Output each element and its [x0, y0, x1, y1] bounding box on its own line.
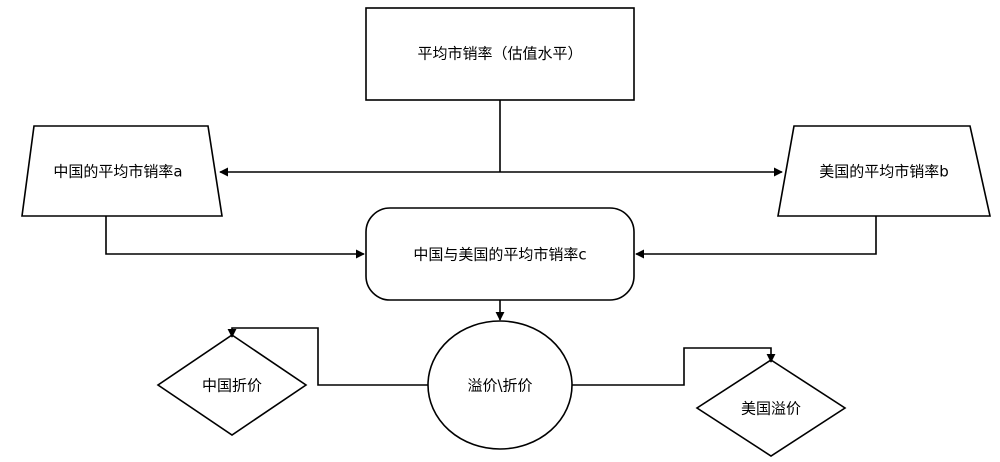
node-china-trapezoid	[21, 125, 223, 217]
node-top-label: 平均市销率（估值水平）	[417, 45, 582, 63]
node-china-discount-diamond	[156, 334, 308, 436]
edge-usa-to-center	[635, 216, 877, 259]
node-usa-premium-label: 美国溢价	[741, 400, 801, 418]
edge-circle-to-china-discount	[227, 327, 428, 386]
edge-circle-to-usa-premium	[572, 347, 776, 386]
node-china-label: 中国的平均市销率a	[53, 163, 182, 181]
node-circle-label: 溢价\折价	[467, 377, 532, 395]
node-usa-label: 美国的平均市销率b	[819, 163, 949, 181]
node-top-box	[365, 7, 635, 101]
node-center-label: 中国与美国的平均市销率c	[413, 246, 586, 264]
node-china-discount-label: 中国折价	[202, 377, 262, 395]
node-usa-premium-diamond	[695, 359, 847, 457]
node-usa-trapezoid	[777, 125, 991, 217]
edge-china-to-center	[105, 216, 365, 259]
